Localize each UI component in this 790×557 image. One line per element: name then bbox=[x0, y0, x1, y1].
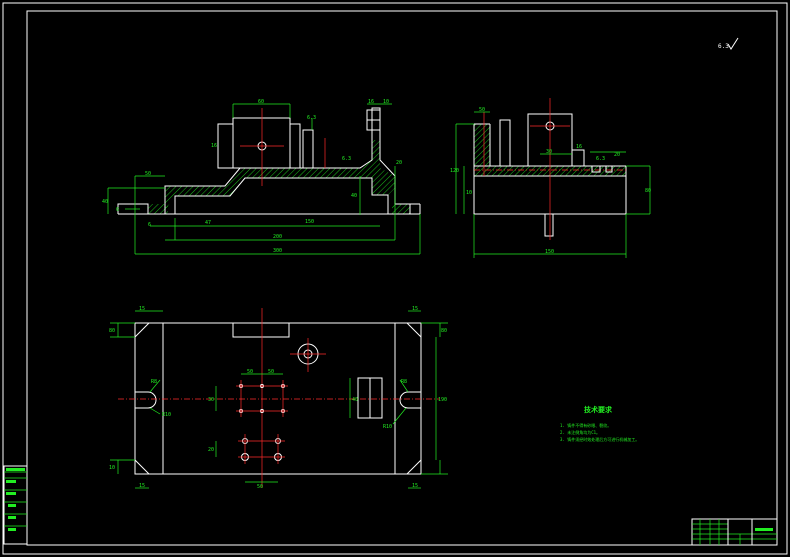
svg-text:40: 40 bbox=[352, 397, 358, 403]
svg-text:15: 15 bbox=[412, 306, 418, 312]
svg-text:6.3: 6.3 bbox=[596, 156, 605, 162]
svg-text:技术要求: 技术要求 bbox=[584, 405, 613, 414]
svg-text:6.3: 6.3 bbox=[307, 115, 316, 121]
svg-text:6.3: 6.3 bbox=[342, 156, 351, 162]
svg-text:30: 30 bbox=[208, 397, 214, 403]
svg-text:10: 10 bbox=[109, 465, 115, 471]
front-view: 60 16 16 10 50 40 40 47 150 200 300 20 6… bbox=[102, 99, 421, 255]
svg-text:15: 15 bbox=[139, 483, 145, 489]
svg-text:16: 16 bbox=[576, 144, 582, 150]
svg-text:15: 15 bbox=[139, 306, 145, 312]
hole-group bbox=[236, 380, 288, 464]
svg-text:16: 16 bbox=[368, 99, 374, 105]
plan-view: 15 15 15 15 80 80 R8 R8 50 50 30 40 190 … bbox=[109, 306, 448, 490]
svg-text:20: 20 bbox=[208, 447, 214, 453]
svg-text:R8: R8 bbox=[401, 379, 407, 385]
inner-border bbox=[26, 10, 778, 546]
svg-text:80: 80 bbox=[645, 188, 651, 194]
svg-text:R8: R8 bbox=[151, 379, 157, 385]
svg-text:300: 300 bbox=[273, 248, 282, 254]
svg-text:50: 50 bbox=[268, 369, 274, 375]
svg-text:40: 40 bbox=[351, 193, 357, 199]
svg-text:30: 30 bbox=[546, 149, 552, 155]
svg-text:15: 15 bbox=[412, 483, 418, 489]
svg-text:60: 60 bbox=[258, 99, 264, 105]
svg-text:10: 10 bbox=[466, 190, 472, 196]
svg-text:1. 铸件不得有砂眼、裂纹。: 1. 铸件不得有砂眼、裂纹。 bbox=[560, 422, 611, 428]
svg-text:2. 未注倒角均为C1。: 2. 未注倒角均为C1。 bbox=[560, 429, 600, 435]
roughness-symbol: 6.3 bbox=[718, 37, 739, 50]
svg-text:6: 6 bbox=[116, 207, 119, 213]
svg-text:150: 150 bbox=[545, 249, 554, 255]
side-view: 50 30 16 120 10 20 80 150 6.3 bbox=[450, 98, 651, 258]
svg-text:80: 80 bbox=[109, 328, 115, 334]
svg-text:200: 200 bbox=[273, 234, 282, 240]
svg-text:16: 16 bbox=[211, 143, 217, 149]
svg-text:20: 20 bbox=[614, 152, 620, 158]
svg-text:R10: R10 bbox=[383, 424, 392, 430]
svg-text:3. 铸件须经时效处理后方可进行机械加工。: 3. 铸件须经时效处理后方可进行机械加工。 bbox=[560, 436, 639, 442]
svg-text:40: 40 bbox=[102, 199, 108, 205]
svg-text:47: 47 bbox=[205, 220, 211, 226]
svg-text:10: 10 bbox=[383, 99, 389, 105]
svg-text:50: 50 bbox=[145, 171, 151, 177]
svg-text:50: 50 bbox=[247, 369, 253, 375]
svg-text:R10: R10 bbox=[162, 412, 171, 418]
svg-text:190: 190 bbox=[438, 397, 447, 403]
svg-text:20: 20 bbox=[396, 160, 402, 166]
svg-text:50: 50 bbox=[257, 484, 263, 490]
technical-notes: 技术要求 1. 铸件不得有砂眼、裂纹。 2. 未注倒角均为C1。 3. 铸件须经… bbox=[560, 405, 639, 442]
left-title-strip bbox=[3, 465, 28, 545]
svg-text:80: 80 bbox=[441, 328, 447, 334]
svg-text:120: 120 bbox=[450, 168, 459, 174]
title-block bbox=[691, 518, 778, 546]
svg-text:50: 50 bbox=[479, 107, 485, 113]
svg-text:150: 150 bbox=[305, 219, 314, 225]
svg-text:6: 6 bbox=[148, 222, 151, 228]
svg-text:6.3: 6.3 bbox=[718, 43, 729, 50]
